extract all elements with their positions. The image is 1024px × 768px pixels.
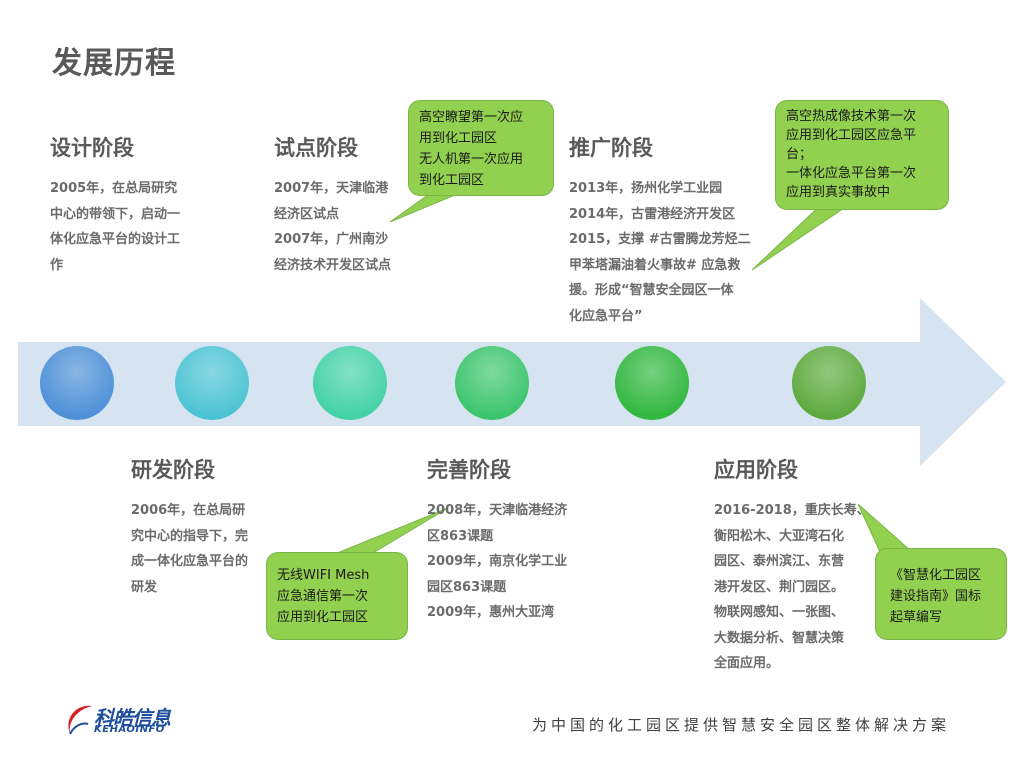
callout-improve: 无线WIFI Mesh 应急通信第一次 应用到化工园区 xyxy=(266,552,408,640)
callout-line: 应用到化工园区 xyxy=(277,610,369,625)
stage-line: 甲苯塔漏油着火事故# 应急救 xyxy=(569,257,741,273)
stage-line: 园区、泰州滨江、东营 xyxy=(714,554,845,569)
stage-line: 2009年，南京化学工业 xyxy=(427,554,568,569)
stage-title: 推广阶段 xyxy=(569,136,653,160)
callout-line: 《智慧化工园区 xyxy=(890,568,982,583)
stage-title: 设计阶段 xyxy=(50,136,134,160)
stage-line: 物联网感知、一张图、 xyxy=(714,605,845,620)
callout-line: 一体化应急平台第一次 xyxy=(786,166,917,181)
callout-line: 无人机第一次应用 xyxy=(419,152,524,167)
logo-text: 科皓信息 xyxy=(94,706,171,730)
stage-description: 2016-2018，重庆长寿、 衡阳松木、大亚湾石化 园区、泰州滨江、东营 港开… xyxy=(714,498,870,677)
footer-slogan: 为中国的化工园区提供智慧安全园区整体解决方案 xyxy=(532,716,951,734)
callout-apply: 《智慧化工园区 建设指南》国标 起草编写 xyxy=(875,548,1007,640)
page-title: 发展历程 xyxy=(52,46,176,81)
stage-description: 2013年，扬州化学工业园 2014年，古雷港经济开发区 2015，支撑 #古雷… xyxy=(569,176,751,329)
stage-description: 2005年，在总局研究 中心的带领下，启动一 体化应急平台的设计工 作 xyxy=(50,176,180,278)
stage-line: 港开发区、荆门园区。 xyxy=(714,579,845,595)
callout-promote: 高空热成像技术第一次 应用到化工园区应急平 台； 一体化应急平台第一次 应用到真… xyxy=(775,100,949,210)
timeline-dots xyxy=(40,346,866,420)
callout-line: 高空瞭望第一次应 xyxy=(419,110,524,125)
callout-line: 应急通信第一次 xyxy=(277,589,369,604)
stage-description: 2008年，天津临港经济 区863课题 2009年，南京化学工业 园区863课题… xyxy=(427,498,567,626)
stage-line: 2007年，天津临港 xyxy=(274,181,389,196)
stage-description: 2006年，在总局研 究中心的指导下，完 成一体化应急平台的 研发 xyxy=(131,498,248,600)
stage-title: 应用阶段 xyxy=(714,458,798,482)
stage-line: 2008年，天津临港经济 xyxy=(427,503,568,518)
stage-title: 试点阶段 xyxy=(274,136,358,160)
stage-line: 中心的带领下，启动一 xyxy=(50,206,181,222)
stage-line: 作 xyxy=(50,257,64,273)
callout-tail-pilot xyxy=(389,191,463,223)
stage-line: 园区863课题 xyxy=(427,579,507,595)
stage-line: 究中心的指导下，完 xyxy=(131,528,249,544)
company-logo: 科皓信息 KEHAOINFO xyxy=(62,700,192,740)
stage-line: 体化应急平台的设计工 xyxy=(50,232,181,247)
callout-line: 起草编写 xyxy=(890,610,943,625)
stage-line: 2015，支撑 #古雷腾龙芳烃二 xyxy=(569,232,751,247)
stage-line: 2006年，在总局研 xyxy=(131,503,246,518)
callout-line: 用到化工园区 xyxy=(419,131,498,146)
stage-line: 2014年，古雷港经济开发区 xyxy=(569,206,736,222)
stage-line: 研发 xyxy=(131,579,158,595)
stage-apply: 应用阶段 2016-2018，重庆长寿、 衡阳松木、大亚湾石化 园区、泰州滨江、… xyxy=(714,454,870,677)
stage-rd: 研发阶段 2006年，在总局研 究中心的指导下，完 成一体化应急平台的 研发 xyxy=(131,454,248,600)
stage-improve: 完善阶段 2008年，天津临港经济 区863课题 2009年，南京化学工业 园区… xyxy=(427,454,567,626)
stage-line: 2007年，广州南沙 xyxy=(274,232,389,247)
stage-line: 经济技术开发区试点 xyxy=(274,257,392,273)
stage-pilot: 试点阶段 2007年，天津临港 经济区试点 2007年，广州南沙 经济技术开发区… xyxy=(274,132,391,278)
callout-line: 到化工园区 xyxy=(419,173,485,188)
callout-line: 应用到真实事故中 xyxy=(786,185,891,200)
callout-pilot: 高空瞭望第一次应 用到化工园区 无人机第一次应用 到化工园区 xyxy=(408,100,554,196)
callout-line: 高空热成像技术第一次 xyxy=(786,109,917,124)
logo-subtext: KEHAOINFO xyxy=(94,724,165,735)
stage-description: 2007年，天津临港 经济区试点 2007年，广州南沙 经济技术开发区试点 xyxy=(274,176,391,278)
stage-line: 成一体化应急平台的 xyxy=(131,554,249,569)
stage-line: 经济区试点 xyxy=(274,206,340,222)
stage-line: 2016-2018，重庆长寿、 xyxy=(714,503,870,518)
stage-title: 完善阶段 xyxy=(427,458,511,482)
stage-line: 2009年，惠州大亚湾 xyxy=(427,605,555,620)
stage-line: 衡阳松木、大亚湾石化 xyxy=(714,528,845,544)
swoosh-icon xyxy=(68,705,92,735)
callout-line: 台； xyxy=(786,147,813,162)
stage-line: 2005年，在总局研究 xyxy=(50,181,178,196)
stage-line: 化应急平台” xyxy=(569,308,643,324)
callout-line: 无线WIFI Mesh xyxy=(277,568,370,583)
stage-line: 区863课题 xyxy=(427,528,494,544)
stage-line: 全面应用。 xyxy=(714,656,780,671)
callout-line: 建设指南》国标 xyxy=(890,589,982,604)
stage-promote: 推广阶段 2013年，扬州化学工业园 2014年，古雷港经济开发区 2015，支… xyxy=(569,132,751,329)
callout-tail-promote xyxy=(751,199,858,271)
stage-design: 设计阶段 2005年，在总局研究 中心的带领下，启动一 体化应急平台的设计工 作 xyxy=(50,132,180,278)
stage-line: 2013年，扬州化学工业园 xyxy=(569,181,723,196)
stage-line: 援。形成“智慧安全园区一体 xyxy=(569,283,734,298)
stage-title: 研发阶段 xyxy=(131,458,215,482)
stage-line: 大数据分析、智慧决策 xyxy=(714,630,845,646)
callout-line: 应用到化工园区应急平 xyxy=(786,128,917,143)
